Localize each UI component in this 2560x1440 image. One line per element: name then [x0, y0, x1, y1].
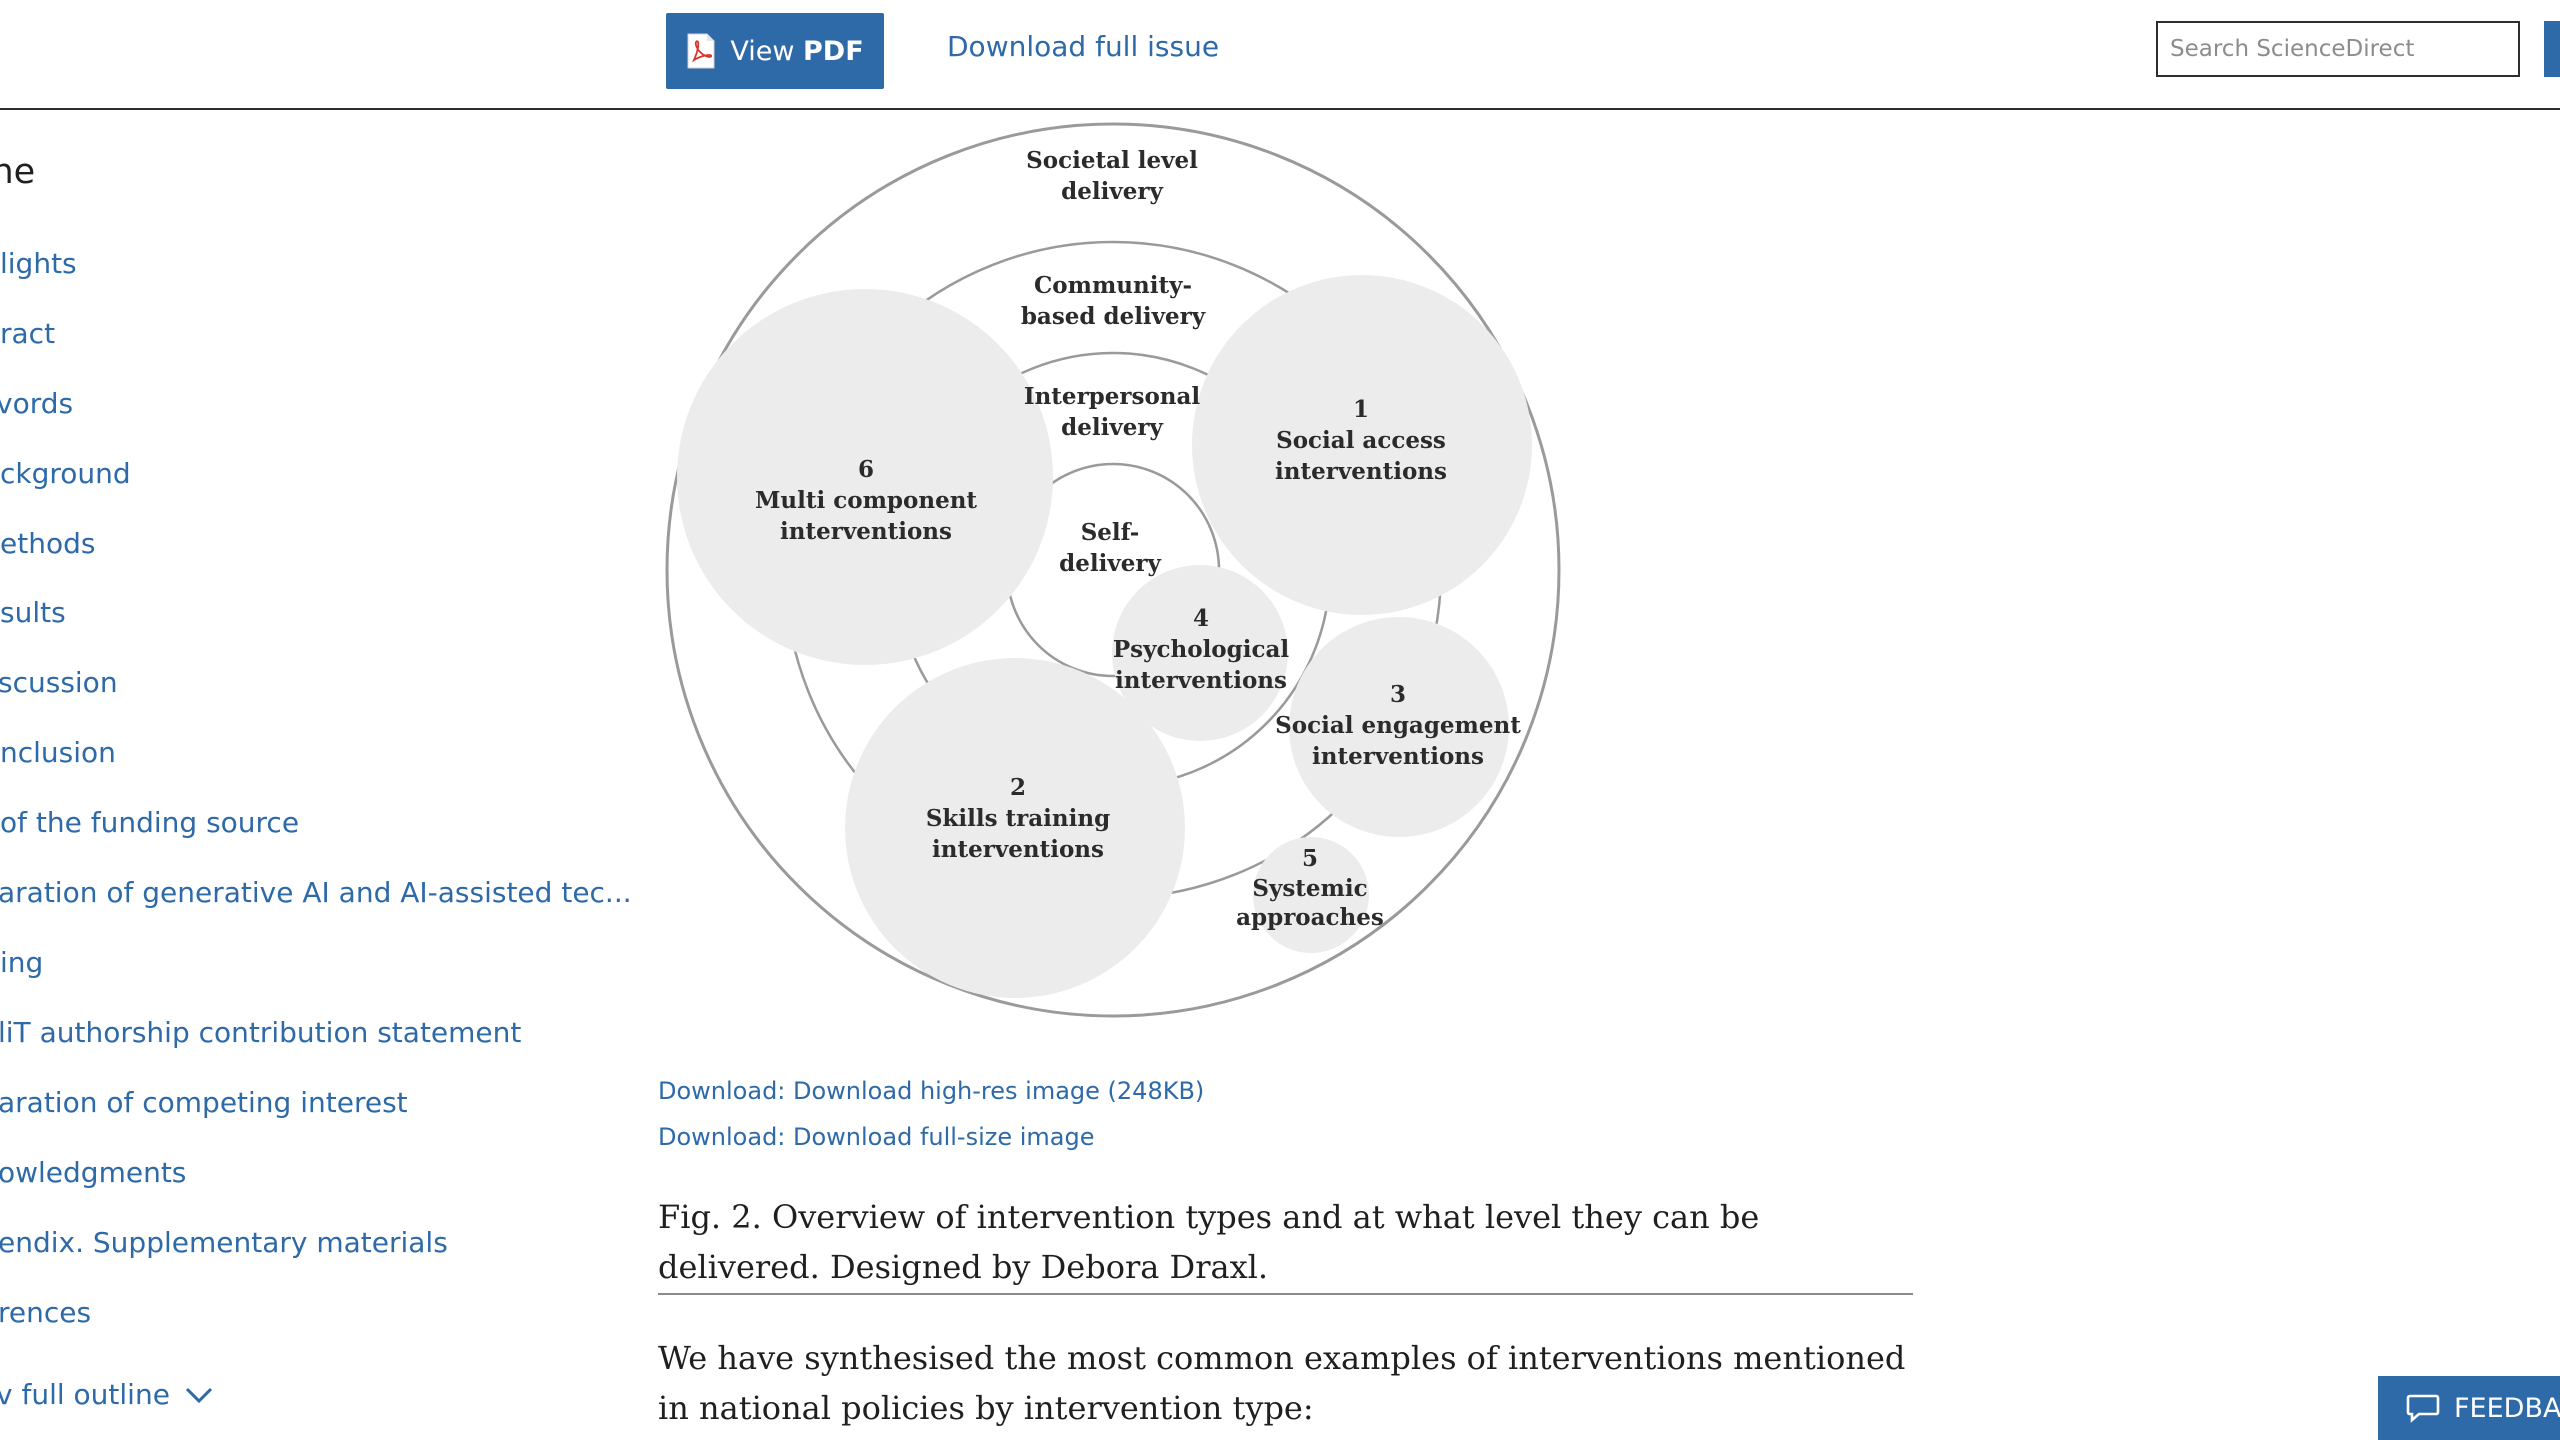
outline-item-funding-source[interactable]: of the funding source	[0, 806, 300, 839]
outline-item-results[interactable]: sults	[0, 596, 66, 629]
outline-item-competing-interest[interactable]: aration of competing interest	[0, 1086, 408, 1119]
bubble-systemic	[1253, 837, 1369, 953]
chevron-down-icon	[185, 1387, 212, 1403]
ring-label-community-1: Community-	[1034, 272, 1192, 299]
view-pdf-label: View	[730, 35, 803, 67]
download-fullsize-image-link[interactable]: Download: Download full-size image	[658, 1123, 1095, 1151]
outline-item-highlights[interactable]: lights	[0, 247, 77, 280]
bubble-social-engagement	[1289, 617, 1509, 837]
bubble-3-label-2: interventions	[1312, 743, 1484, 770]
download-full-issue-link[interactable]: Download full issue	[947, 30, 1220, 63]
bubble-social-access	[1192, 275, 1532, 615]
ring-label-societal-2: delivery	[1061, 178, 1163, 205]
bubble-psychological	[1112, 565, 1288, 741]
bubble-2-number: 2	[1010, 774, 1026, 801]
figure-caption: Fig. 2. Overview of intervention types a…	[658, 1198, 1760, 1286]
bubble-3-number: 3	[1390, 681, 1406, 708]
outline-heading: line	[0, 152, 36, 192]
pdf-icon	[687, 33, 715, 69]
search-submit-button[interactable]	[2544, 21, 2560, 77]
bubble-6-number: 6	[858, 456, 874, 483]
ring-label-self-2: delivery	[1059, 550, 1161, 577]
download-highres-image-link[interactable]: Download: Download high-res image (248KB…	[658, 1077, 1205, 1105]
outline-item-acknowledgments[interactable]: owledgments	[0, 1156, 187, 1189]
outline-item-keywords[interactable]: vords	[0, 387, 74, 420]
bubble-skills-training	[845, 658, 1185, 998]
outline-item-references[interactable]: rences	[0, 1296, 92, 1329]
outline-item-discussion[interactable]: scussion	[0, 666, 118, 699]
bubble-3-label-1: Social engagement	[1275, 712, 1521, 739]
outline-item-appendix-supplementary[interactable]: endix. Supplementary materials	[0, 1226, 448, 1259]
bubble-2-label-1: Skills training	[926, 805, 1110, 832]
bubble-5-label-1: Systemic	[1252, 875, 1367, 902]
bubble-2-label-2: interventions	[932, 836, 1104, 863]
outline-item-conclusion[interactable]: nclusion	[0, 736, 116, 769]
ring-label-societal-1: Societal level	[1026, 147, 1198, 174]
bubble-1-number: 1	[1353, 396, 1369, 423]
bubble-5-number: 5	[1302, 845, 1318, 872]
view-pdf-label-bold: PDF	[803, 35, 864, 67]
outline-item-background[interactable]: ckground	[0, 457, 131, 490]
top-toolbar: View PDF Download full issue	[0, 0, 2560, 110]
bubble-6-label-1: Multi component	[755, 487, 977, 514]
bubble-4-number: 4	[1193, 605, 1209, 632]
bubble-4-label-1: Psychological	[1113, 636, 1289, 663]
outline-item-credit-authorship[interactable]: liT authorship contribution statement	[0, 1016, 522, 1049]
view-pdf-button[interactable]: View PDF	[666, 13, 884, 89]
ring-label-community-2: based delivery	[1021, 303, 1206, 330]
chat-bubble-icon	[2406, 1394, 2440, 1423]
show-full-outline-label: v full outline	[0, 1378, 170, 1411]
outline-item-methods[interactable]: ethods	[0, 527, 96, 560]
outline-item-declaration-generative-ai[interactable]: aration of generative AI and AI-assisted…	[0, 876, 632, 909]
outline-item-funding[interactable]: ing	[0, 946, 44, 979]
bubble-1-label-2: interventions	[1275, 458, 1447, 485]
figure-intervention-levels: Societal level delivery Community- based…	[660, 115, 1565, 1025]
show-full-outline-button[interactable]: v full outline	[0, 1378, 214, 1411]
search-input[interactable]	[2156, 21, 2520, 77]
body-paragraph: We have synthesised the most common exam…	[658, 1339, 1906, 1427]
intervention-diagram: Societal level delivery Community- based…	[665, 122, 1561, 1018]
bubble-1-label-1: Social access	[1276, 427, 1446, 454]
feedback-button[interactable]: FEEDBA	[2378, 1376, 2560, 1440]
outline-item-abstract[interactable]: ract	[0, 317, 56, 350]
bubble-4-label-2: interventions	[1115, 667, 1287, 694]
feedback-label: FEEDBA	[2454, 1392, 2560, 1424]
ring-label-interpersonal-2: delivery	[1061, 414, 1163, 441]
ring-label-interpersonal-1: Interpersonal	[1024, 383, 1201, 410]
bubble-6-label-2: interventions	[780, 518, 952, 545]
ring-label-self-1: Self-	[1081, 519, 1140, 546]
bubble-5-label-2: approaches	[1236, 904, 1384, 931]
caption-divider	[658, 1293, 1913, 1295]
bubble-multi-component	[677, 289, 1053, 665]
